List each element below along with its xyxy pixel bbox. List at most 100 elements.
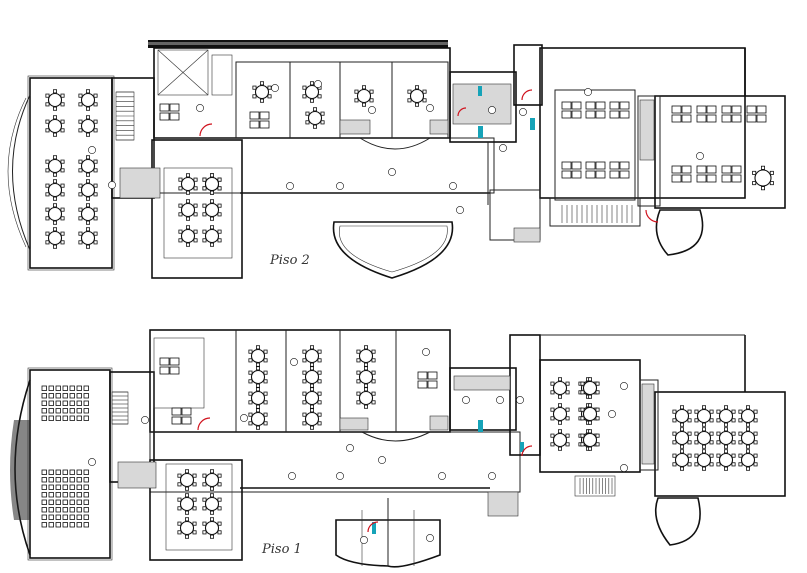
chair-icon [309,81,314,86]
chair-icon [209,469,214,474]
chair-icon [371,358,376,363]
chair-icon [305,111,310,116]
round-table-icon [356,366,376,388]
round-table-icon [202,225,222,247]
chair-icon [724,449,729,454]
chair-icon [86,155,91,160]
chair-icon [93,231,98,236]
chair-icon [53,172,58,177]
chair-icon [588,446,593,451]
floor-2-plan: Piso 2 [7,40,786,279]
chair-icon [76,393,82,399]
round-table-icon [716,405,736,427]
chair-icon [41,408,47,414]
round-table-icon [178,173,198,195]
round-table-icon [248,345,268,367]
room-tag-icon [368,106,376,114]
chair-icon [738,440,743,445]
desk-icon [585,161,606,179]
chair-icon [177,473,182,478]
round-table-icon [694,427,714,449]
round-table-icon [178,199,198,221]
chair-icon [45,102,50,107]
desk-icon [609,161,630,179]
chair-icon [193,177,198,182]
roof-hatch [148,40,448,48]
chair-icon [248,421,253,426]
desk-icon [561,161,582,179]
chair-icon [738,453,743,458]
chair-icon [309,345,314,350]
chair-icon [86,115,91,120]
chair-icon [356,349,361,354]
chair-icon [53,115,58,120]
chair-icon [687,462,692,467]
chair-icon [202,186,207,191]
room-tag-icon [141,416,149,424]
chair-icon [558,429,563,434]
chair-icon [302,85,307,90]
chair-icon [83,522,89,528]
chair-icon [45,192,50,197]
round-table-icon [302,81,322,103]
chair-icon [78,93,83,98]
chair-icon [263,391,268,396]
chair-icon [83,477,89,483]
chair-icon [595,416,600,421]
chair-icon [672,431,677,436]
chair-icon [363,383,368,388]
chair-icon [69,507,75,513]
chair-icon [62,415,68,421]
chair-icon [565,407,570,412]
chair-icon [371,400,376,405]
chair-icon [694,453,699,458]
chair-icon [193,212,198,217]
chair-icon [69,484,75,490]
chair-icon [267,85,272,90]
round-table-icon [672,449,692,471]
chair-icon [62,393,68,399]
chair-icon [565,381,570,386]
chair-icon [709,440,714,445]
chair-icon [76,400,82,406]
chair-icon [93,240,98,245]
chair-icon [69,522,75,528]
chair-icon [60,183,65,188]
chair-icon [309,362,314,367]
chair-icon [217,497,222,502]
chair-icon [255,383,260,388]
chair-icon [86,220,91,225]
chair-icon [716,453,721,458]
chair-icon [185,199,190,204]
chair-icon [48,522,54,528]
chair-icon [753,462,758,467]
chair-icon [680,444,685,449]
desk-icon [417,371,438,389]
chair-icon [48,477,54,483]
chair-icon [76,484,82,490]
round-table-icon [202,199,222,221]
round-table-icon [738,405,758,427]
room-tag-icon [696,152,704,160]
chair-icon [672,462,677,467]
service-room-1 [453,375,511,391]
chair-icon [178,212,183,217]
chair-icon [45,93,50,98]
chair-icon [86,132,91,137]
chair-icon [716,440,721,445]
chair-icon [192,473,197,478]
chair-icon [309,404,314,409]
chair-icon [731,462,736,467]
chair-icon [580,442,585,447]
room-tag-icon [240,414,248,422]
chair-icon [184,510,189,515]
chair-icon [716,431,721,436]
chair-icon [78,231,83,236]
chair-icon [709,431,714,436]
chair-icon [724,444,729,449]
chair-icon [184,493,189,498]
chair-icon [69,400,75,406]
chair-icon [83,400,89,406]
chair-icon [83,385,89,391]
chair-icon [716,462,721,467]
